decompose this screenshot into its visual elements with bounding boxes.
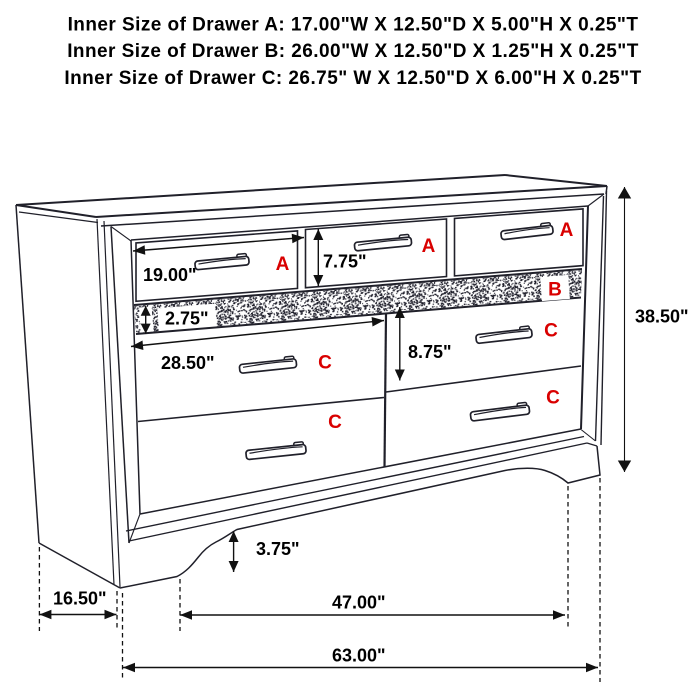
svg-text:63.00": 63.00" [332, 646, 386, 666]
svg-text:C: C [544, 321, 558, 342]
svg-text:Inner Size of Drawer A: 17.00": Inner Size of Drawer A: 17.00"W X 12.50"… [68, 15, 639, 36]
svg-text:28.50": 28.50" [161, 353, 215, 373]
svg-text:47.00": 47.00" [332, 593, 386, 613]
svg-text:A: A [422, 236, 436, 257]
svg-text:38.50": 38.50" [635, 307, 689, 327]
svg-text:A: A [276, 254, 290, 275]
svg-text:B: B [548, 280, 562, 301]
svg-text:3.75": 3.75" [256, 539, 300, 559]
svg-text:2.75": 2.75" [165, 309, 209, 329]
svg-text:C: C [318, 353, 332, 374]
svg-text:19.00": 19.00" [143, 265, 197, 285]
svg-text:Inner Size of Drawer C: 26.75": Inner Size of Drawer C: 26.75" W X 12.50… [64, 68, 641, 89]
svg-text:C: C [328, 412, 342, 433]
svg-text:7.75": 7.75" [323, 252, 367, 272]
svg-text:A: A [560, 220, 574, 241]
svg-text:8.75": 8.75" [408, 342, 452, 362]
svg-text:16.50": 16.50" [53, 589, 107, 609]
svg-text:C: C [546, 388, 560, 409]
svg-text:Inner Size of Drawer B: 26.00": Inner Size of Drawer B: 26.00"W X 12.50"… [67, 41, 639, 62]
